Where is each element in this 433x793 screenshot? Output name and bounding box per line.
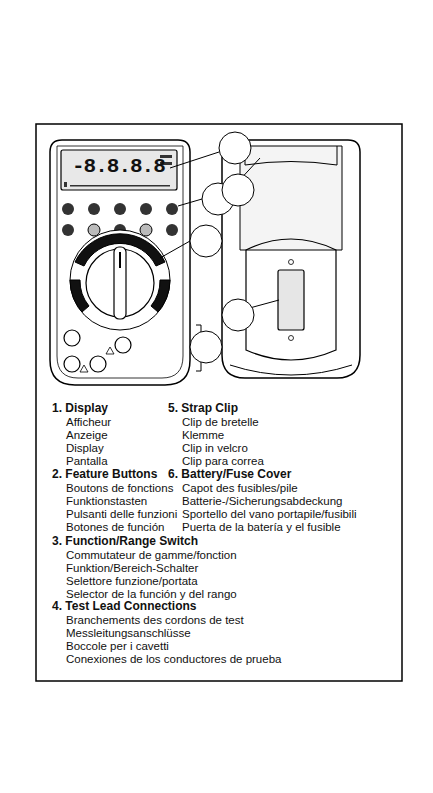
part-translation: Puerta de la batería y el fusible — [182, 521, 341, 534]
part-heading: 3. Function/Range Switch — [52, 535, 198, 548]
part-heading: 4. Test Lead Connections — [52, 600, 196, 613]
callout — [160, 132, 279, 371]
part-translation: Messleitungsanschlüsse — [66, 627, 191, 640]
part-translation: Clip para correa — [182, 455, 264, 468]
part-translation: Afficheur — [66, 416, 111, 429]
part-translation: Boutons de fonctions — [66, 482, 173, 495]
part-translation: Boccole per i cavetti — [66, 640, 169, 653]
frame — [36, 124, 402, 681]
part-translation: Branchements des cordons de test — [66, 614, 244, 627]
meter-back — [222, 140, 360, 378]
part-translation: Capot des fusibles/pile — [182, 482, 298, 495]
part-translation: Funktionstasten — [66, 495, 147, 508]
part-translation: Funktion/Bereich-Schalter — [66, 562, 198, 575]
battery-fuse-cover — [278, 270, 304, 330]
part-translation: Batterie-/Sicherungsabdeckung — [182, 495, 342, 508]
display-readout: -8.8.8.8 — [72, 156, 165, 178]
part-heading: 2. Feature Buttons — [52, 468, 157, 481]
part-translation: Commutateur de gamme/fonction — [66, 549, 237, 562]
part-translation: Display — [66, 442, 104, 455]
part-translation: Pantalla — [66, 455, 108, 468]
part-translation: Anzeige — [66, 429, 108, 442]
part-translation: Conexiones de los conductores de prueba — [66, 653, 281, 666]
part-translation: Klemme — [182, 429, 224, 442]
part-translation: Selettore funzione/portata — [66, 575, 198, 588]
part-heading: 5. Strap Clip — [168, 402, 238, 415]
part-translation: Clip de bretelle — [182, 416, 259, 429]
part-translation: Sportello del vano portapile/fusibili — [182, 508, 357, 521]
meter-front — [50, 140, 190, 385]
part-translation: Botones de función — [66, 521, 164, 534]
part-translation: Clip in velcro — [182, 442, 248, 455]
part-heading: 6. Battery/Fuse Cover — [168, 468, 291, 481]
part-translation: Pulsanti delle funzioni — [66, 508, 177, 521]
part-heading: 1. Display — [52, 402, 108, 415]
